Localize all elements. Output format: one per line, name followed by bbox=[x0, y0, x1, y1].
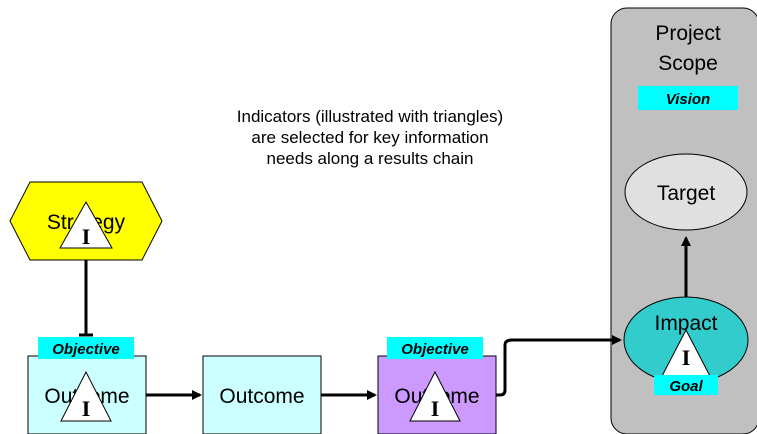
outcome-1-objective-tag: Objective bbox=[52, 341, 120, 358]
caption-line2: are selected for key information bbox=[251, 128, 488, 147]
outcome-2-node: Outcome bbox=[202, 355, 322, 434]
outcome-3-indicator-label: I bbox=[431, 396, 440, 421]
outcome-1-indicator-triangle bbox=[60, 370, 112, 422]
strategy-indicator-label: I bbox=[82, 224, 91, 249]
outcome-1-objective-tag-background bbox=[38, 337, 134, 359]
outcome-3-objective-tag: Objective bbox=[401, 341, 469, 358]
target-label: Target bbox=[657, 182, 716, 205]
outcome3-to-impact-arrow bbox=[496, 335, 622, 397]
target-node: Target bbox=[624, 153, 748, 231]
connectors bbox=[79, 236, 691, 400]
caption-line1: Indicators (illustrated with triangles) bbox=[237, 107, 503, 126]
outcome-3-objective-tag-background bbox=[387, 337, 483, 359]
impact-indicator-label: I bbox=[682, 345, 691, 370]
impact-goal-tag: Goal bbox=[669, 378, 703, 395]
impact-goal-tag-background bbox=[654, 375, 718, 395]
outcome-1-indicator-label: I bbox=[82, 396, 91, 421]
target-ellipse bbox=[624, 153, 748, 231]
impact-label: Impact bbox=[654, 312, 717, 335]
vision-tag-background bbox=[638, 86, 738, 110]
strategy-indicator-triangle bbox=[59, 200, 113, 249]
strategy-node: Strategy I bbox=[9, 181, 163, 261]
impact-node: Impact I Goal bbox=[623, 296, 749, 395]
vision-tag: Vision bbox=[666, 91, 710, 108]
diagram-caption: Indicators (illustrated with triangles) … bbox=[237, 107, 503, 168]
outcome-1-node: Outcome I Objective bbox=[27, 337, 147, 434]
outcome-3-indicator-triangle bbox=[409, 370, 461, 422]
project-scope-title-line2: Scope bbox=[658, 52, 718, 75]
project-scope-title-line1: Project bbox=[655, 22, 721, 45]
outcome-3-node: Outcome I Objective bbox=[377, 337, 497, 434]
caption-line3: needs along a results chain bbox=[267, 149, 474, 168]
outcome-2-box bbox=[202, 355, 322, 434]
outcome-2-label: Outcome bbox=[219, 385, 304, 408]
